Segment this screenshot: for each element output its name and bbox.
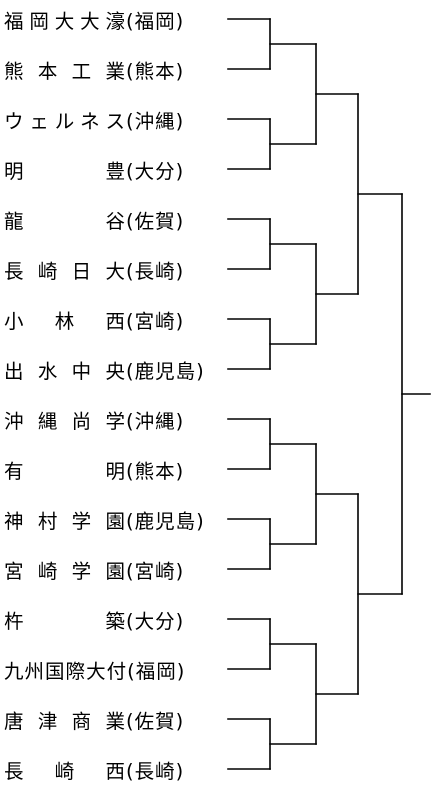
school-name: 龍谷 — [4, 209, 126, 233]
prefecture: (鹿児島) — [126, 509, 205, 533]
school-name: 唐津商業 — [4, 709, 126, 733]
prefecture: (鹿児島) — [126, 359, 205, 383]
team-entry: 宮崎学園(宮崎) — [4, 554, 222, 584]
school-name: 九州国際大付 — [4, 659, 128, 683]
school-name: 有明 — [4, 459, 126, 483]
prefecture: (大分) — [126, 159, 185, 183]
team-entry: 明豊(大分) — [4, 154, 222, 184]
school-name: 出水中央 — [4, 359, 126, 383]
prefecture: (宮崎) — [126, 309, 185, 333]
team-entry: 沖縄尚学(沖縄) — [4, 404, 222, 434]
school-name: 長崎日大 — [4, 259, 126, 283]
team-entry: 小林西(宮崎) — [4, 304, 222, 334]
school-name: 神村学園 — [4, 509, 126, 533]
school-name: 沖縄尚学 — [4, 409, 126, 433]
prefecture: (沖縄) — [126, 109, 185, 133]
prefecture: (沖縄) — [126, 409, 185, 433]
prefecture: (宮崎) — [126, 559, 185, 583]
team-entry: 福岡大大濠(福岡) — [4, 4, 222, 34]
school-name: ウェルネス — [4, 109, 126, 133]
prefecture: (福岡) — [127, 659, 186, 683]
prefecture: (福岡) — [126, 9, 185, 33]
team-entry: 唐津商業(佐賀) — [4, 704, 222, 734]
school-name: 小林西 — [4, 309, 126, 333]
school-name: 長崎西 — [4, 759, 126, 783]
prefecture: (佐賀) — [126, 709, 185, 733]
school-name: 熊本工業 — [4, 59, 126, 83]
team-entry: 長崎西(長崎) — [4, 754, 222, 784]
school-name: 杵築 — [4, 609, 126, 633]
prefecture: (長崎) — [126, 759, 185, 783]
school-name: 宮崎学園 — [4, 559, 126, 583]
prefecture: (大分) — [126, 609, 185, 633]
team-entry: 九州国際大付(福岡) — [4, 654, 222, 684]
team-entry: 龍谷(佐賀) — [4, 204, 222, 234]
team-entry: 長崎日大(長崎) — [4, 254, 222, 284]
team-entry: ウェルネス(沖縄) — [4, 104, 222, 134]
prefecture: (熊本) — [126, 459, 185, 483]
team-entry: 神村学園(鹿児島) — [4, 504, 222, 534]
prefecture: (熊本) — [126, 59, 185, 83]
school-name: 福岡大大濠 — [4, 9, 126, 33]
school-name: 明豊 — [4, 159, 126, 183]
team-entry: 杵築(大分) — [4, 604, 222, 634]
team-entry: 出水中央(鹿児島) — [4, 354, 222, 384]
prefecture: (長崎) — [126, 259, 185, 283]
team-entry: 熊本工業(熊本) — [4, 54, 222, 84]
prefecture: (佐賀) — [126, 209, 185, 233]
team-entry: 有明(熊本) — [4, 454, 222, 484]
